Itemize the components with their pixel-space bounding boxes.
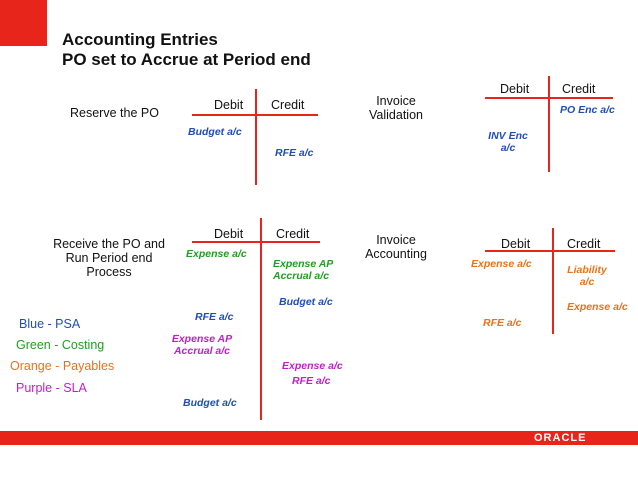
accounting-credit-liability: Liability a/c <box>564 264 610 288</box>
receive-credit-rfe: RFE a/c <box>292 375 331 387</box>
legend-item-blue: Blue - PSA <box>19 317 81 331</box>
accounting-debit-expense: Expense a/c <box>471 258 532 270</box>
validation-debit-header: Debit <box>500 82 530 96</box>
oracle-logo: ORACLE <box>534 432 587 444</box>
accounting-t-horizontal <box>485 250 615 252</box>
legend-purple-prefix: Purple <box>16 381 53 395</box>
receive-label-line2: Run Period end <box>65 251 153 265</box>
legend-green-prefix: Green <box>16 338 51 352</box>
validation-credit-header: Credit <box>562 82 596 96</box>
legend-item-purple: Purple - SLA <box>16 381 87 395</box>
reserve-po-label: Reserve the PO <box>70 106 159 120</box>
page-title: Accounting Entries PO set to Accrue at P… <box>62 30 311 70</box>
accounting-debit-rfe: RFE a/c <box>483 317 522 329</box>
legend-green-text: Costing <box>61 338 105 352</box>
legend-blue-text: PSA <box>55 317 81 331</box>
receive-label-line1: Receive the PO and <box>53 237 165 251</box>
receive-label-line3: Process <box>86 265 132 279</box>
receive-debit-rfe: RFE a/c <box>195 311 234 323</box>
title-line-2: PO set to Accrue at Period end <box>62 50 311 69</box>
accounting-credit-liability-line2: a/c <box>579 276 595 288</box>
validation-debit-line2: a/c <box>500 142 516 154</box>
legend-orange-prefix: Orange <box>10 359 52 373</box>
receive-po-label: Receive the PO and Run Period end Proces… <box>50 237 168 279</box>
receive-credit-expense-ap-accrual: Expense AP Accrual a/c <box>273 258 333 282</box>
receive-debit-budget: Budget a/c <box>183 397 237 409</box>
receive-debit-expense-ap-line2: Accrual a/c <box>173 345 231 357</box>
receive-credit-expense-ap-line1: Expense AP <box>273 258 334 270</box>
receive-credit-expense: Expense a/c <box>282 360 343 372</box>
accounting-credit-liability-line1: Liability <box>567 264 607 276</box>
receive-credit-budget: Budget a/c <box>279 296 333 308</box>
invoice-validation-label-line1: Invoice <box>376 94 416 108</box>
accounting-credit-expense: Expense a/c <box>567 301 628 313</box>
invoice-validation-label-line2: Validation <box>369 108 423 122</box>
invoice-accounting-label-line1: Invoice <box>376 233 416 247</box>
receive-t-horizontal <box>192 241 320 243</box>
legend-item-orange: Orange - Payables <box>10 359 115 373</box>
reserve-debit-header: Debit <box>214 98 244 112</box>
receive-debit-expense-ap-line1: Expense AP <box>171 333 233 345</box>
legend-orange-text: Payables <box>62 359 115 373</box>
validation-t-vertical <box>548 76 550 172</box>
footer-band <box>0 431 638 445</box>
validation-debit-inv-enc: INV Enc a/c <box>481 130 535 154</box>
accounting-debit-header: Debit <box>501 237 531 251</box>
reserve-debit-budget: Budget a/c <box>188 126 242 138</box>
reserve-credit-header: Credit <box>271 98 305 112</box>
accounting-credit-header: Credit <box>567 237 601 251</box>
invoice-accounting-label: Invoice Accounting <box>362 233 430 261</box>
accounting-t-vertical <box>552 228 554 334</box>
title-line-1: Accounting Entries <box>62 30 218 49</box>
validation-debit-line1: INV Enc <box>488 130 528 142</box>
receive-credit-header: Credit <box>276 227 310 241</box>
invoice-accounting-label-line2: Accounting <box>365 247 427 261</box>
receive-debit-expense-ap-accrual: Expense AP Accrual a/c <box>170 333 234 357</box>
reserve-credit-rfe: RFE a/c <box>275 147 314 159</box>
reserve-t-vertical <box>255 89 257 185</box>
validation-credit-po-enc: PO Enc a/c <box>560 104 615 116</box>
brand-red-block <box>0 0 47 46</box>
receive-debit-header: Debit <box>214 227 244 241</box>
invoice-validation-label: Invoice Validation <box>367 94 425 122</box>
receive-credit-expense-ap-line2: Accrual a/c <box>273 270 330 282</box>
receive-debit-expense: Expense a/c <box>186 248 247 260</box>
legend-blue-prefix: Blue <box>19 317 45 331</box>
receive-t-vertical <box>260 218 262 420</box>
legend-purple-text: SLA <box>63 381 87 395</box>
legend-item-green: Green - Costing <box>16 338 105 352</box>
